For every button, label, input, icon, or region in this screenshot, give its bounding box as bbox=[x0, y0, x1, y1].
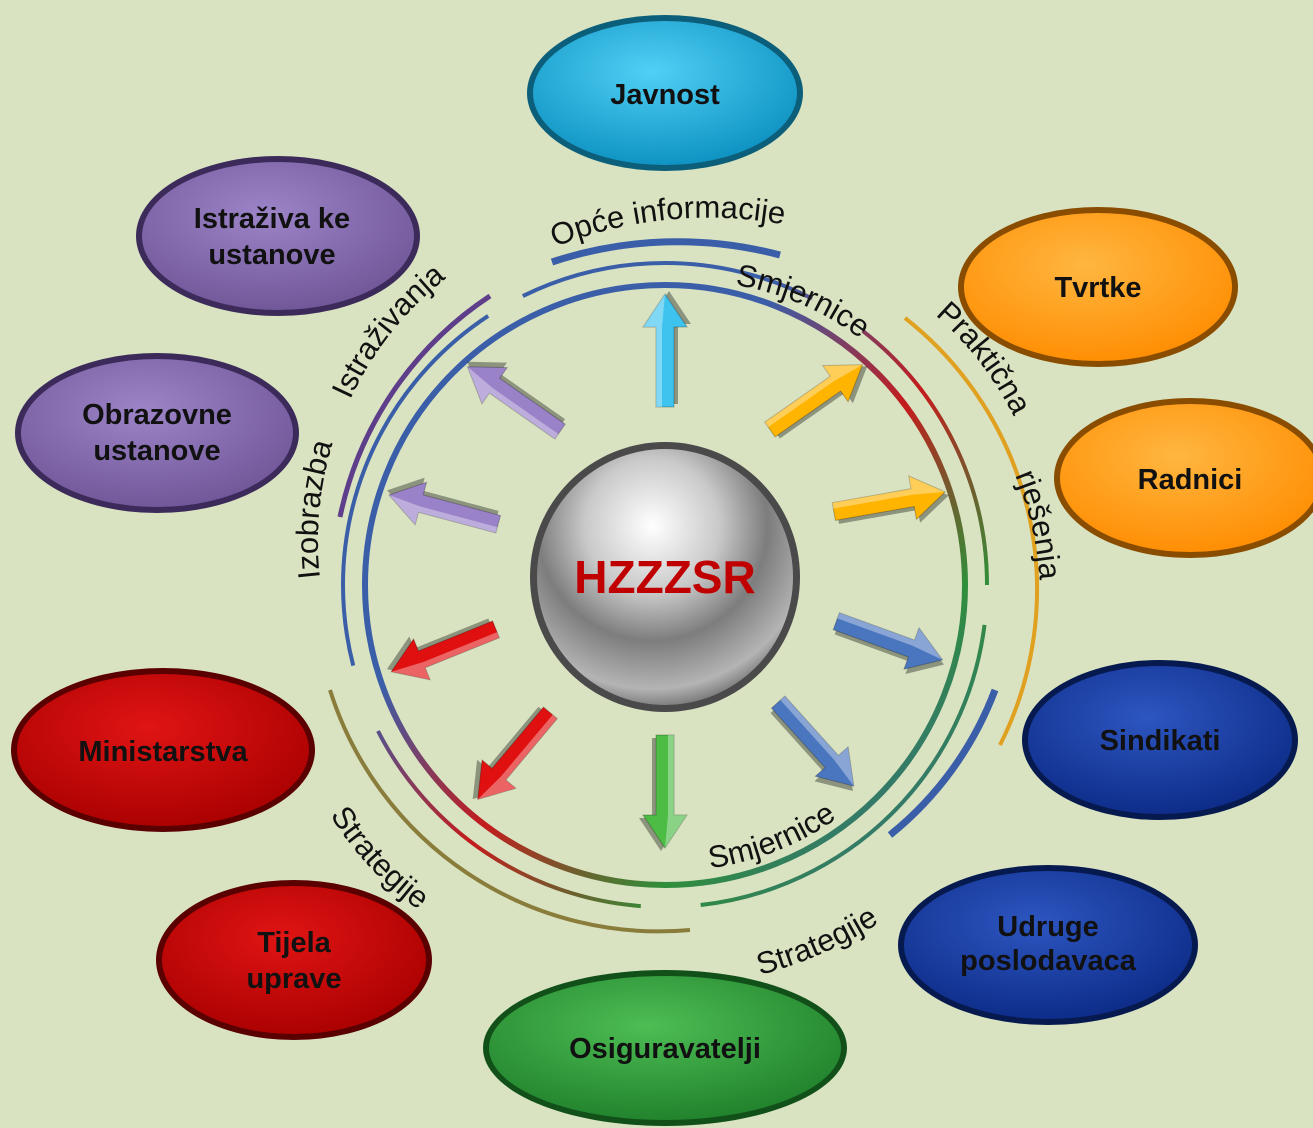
arc-prakticna bbox=[903, 316, 1039, 746]
center-label: HZZZSR bbox=[574, 551, 755, 603]
node-label: Tijela bbox=[257, 927, 331, 959]
node-label: Istraživa ke bbox=[194, 203, 350, 235]
arrow-down-left bbox=[472, 706, 558, 801]
node-label: Osiguravatelji bbox=[569, 1033, 761, 1065]
node-radnici: Radnici bbox=[1054, 398, 1313, 558]
node-istrazivacke-ustanove: Istraživa ke ustanove bbox=[136, 156, 420, 316]
node-udruge-poslodavaca: Udruge poslodavaca bbox=[898, 865, 1198, 1025]
node-osiguravatelji: Osiguravatelji bbox=[483, 970, 847, 1126]
arrows bbox=[386, 291, 949, 851]
arrow-up bbox=[642, 291, 691, 408]
arrow-down bbox=[639, 734, 688, 851]
arc-opce bbox=[550, 238, 781, 266]
node-label: Radnici bbox=[1138, 464, 1243, 496]
label-izobrazba: Izobrazba bbox=[290, 435, 340, 581]
node-label: Sindikati bbox=[1100, 725, 1221, 757]
node-label: Obrazovne bbox=[82, 399, 232, 431]
node-label: Tvrtke bbox=[1054, 272, 1141, 304]
node-label: ustanove bbox=[93, 435, 220, 467]
node-obrazovne-ustanove: Obrazovne ustanove bbox=[15, 353, 299, 513]
arc-istrazivanja bbox=[337, 293, 492, 518]
label-strategije-bottom: Strategije bbox=[752, 899, 883, 982]
arrow-left-lower bbox=[386, 618, 501, 681]
node-ministarstva: Ministarstva bbox=[11, 668, 315, 832]
arc-smjernice-right bbox=[887, 688, 999, 838]
node-tvrtke: Tvrtke bbox=[958, 207, 1238, 367]
node-tijela-uprave: Tijela uprave bbox=[156, 880, 432, 1040]
arc-strategije-left bbox=[328, 689, 691, 934]
connection-rings bbox=[328, 238, 1039, 934]
arrow-right-upper bbox=[831, 475, 949, 524]
arrow-up-left bbox=[466, 361, 566, 440]
node-label: poslodavaca bbox=[960, 945, 1137, 977]
center-node: HZZZSR bbox=[530, 442, 800, 712]
node-label: Javnost bbox=[610, 79, 720, 111]
arrow-down-right bbox=[770, 695, 855, 792]
node-sindikati: Sindikati bbox=[1022, 660, 1298, 820]
node-label: ustanove bbox=[208, 239, 335, 271]
node-label: uprave bbox=[246, 963, 341, 995]
arrow-right-lower bbox=[832, 612, 944, 675]
node-javnost: Javnost bbox=[527, 15, 803, 171]
node-label: Ministarstva bbox=[78, 736, 248, 768]
arrow-up-right bbox=[764, 364, 868, 439]
svg-text:Izobrazba: Izobrazba bbox=[290, 435, 340, 581]
node-label: Udruge bbox=[997, 911, 1099, 943]
arrow-left-upper bbox=[387, 477, 502, 534]
svg-text:Strategije: Strategije bbox=[752, 899, 883, 982]
